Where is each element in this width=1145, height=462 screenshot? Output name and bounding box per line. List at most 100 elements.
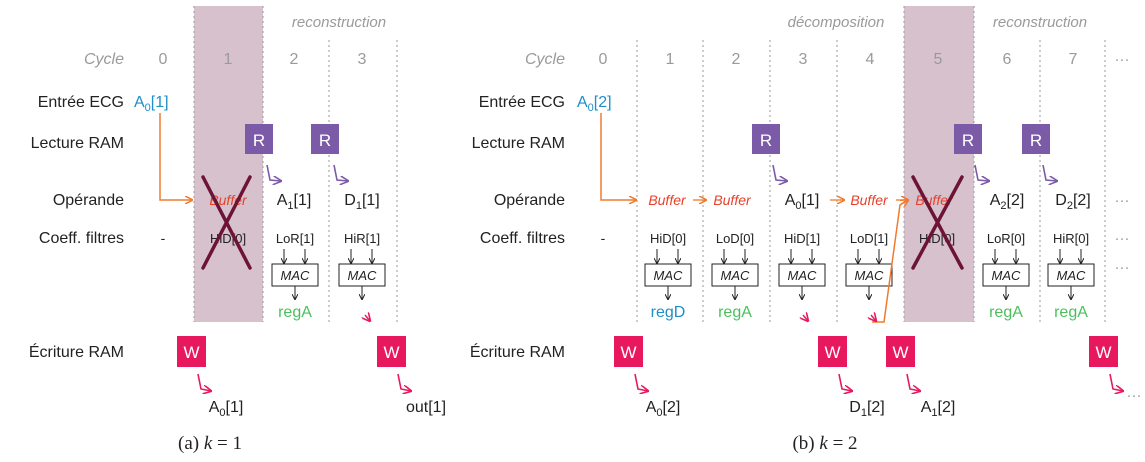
mac-unit: MAC (1047, 249, 1095, 299)
buffer-label: Buffer (850, 192, 889, 208)
panel-b: décomposition reconstruction Cycle 0 1 2… (470, 6, 1142, 454)
cycle-number: 1 (666, 51, 675, 68)
input-to-buffer-arrow (159, 113, 192, 200)
read-label: R (319, 131, 331, 150)
write-ram-box: W (818, 336, 847, 367)
coeff-label: HiD[0] (650, 231, 686, 246)
write-arrow (634, 373, 648, 391)
output-value: out[1] (406, 399, 446, 416)
phase-label-reconstruction: reconstruction (993, 14, 1087, 31)
mac-unit: MAC (982, 249, 1030, 299)
write-arrow (906, 373, 920, 391)
operand-value: A2[2] (990, 192, 1025, 212)
cycle-axis-label: Cycle (525, 51, 565, 68)
mac-unit: MAC (644, 249, 692, 299)
read-arrow (1042, 164, 1057, 181)
write-label: W (824, 343, 840, 362)
ellipsis: ··· (1115, 259, 1130, 276)
cycle-number: 5 (934, 51, 943, 68)
read-ram-box: R (752, 124, 780, 154)
write-ram-box: W (1089, 336, 1118, 367)
operand-value: D1[1] (344, 192, 379, 212)
buffer-label: Buffer (648, 192, 687, 208)
read-label: R (1030, 131, 1042, 150)
cycle-number: 1 (224, 51, 233, 68)
write-arrow (838, 373, 852, 391)
operand-value: A1[1] (277, 192, 312, 212)
mac-label: MAC (992, 268, 1022, 283)
read-label: R (962, 131, 974, 150)
coeff-label: HiR[1] (344, 231, 380, 246)
coeff-label: LoD[0] (716, 231, 754, 246)
cycle-number: 7 (1069, 51, 1078, 68)
read-ram-box: R (311, 124, 339, 154)
row-label-ram-read: Lecture RAM (31, 135, 124, 152)
mac-label: MAC (788, 268, 818, 283)
mac-label: MAC (1057, 268, 1087, 283)
cycle-number: 2 (290, 51, 299, 68)
operand-value: D2[2] (1055, 192, 1090, 212)
write-feed-arrow (365, 315, 370, 321)
write-arrow (1109, 373, 1123, 391)
cycle-number: 3 (799, 51, 808, 68)
read-label: R (760, 131, 772, 150)
coeff-label: HiR[0] (1053, 231, 1089, 246)
read-ram-box: R (245, 124, 273, 154)
forward-arrow (872, 200, 908, 323)
write-label: W (183, 343, 199, 362)
write-label: W (383, 343, 399, 362)
register-result: regA (718, 304, 752, 321)
mac-unit: MAC (778, 249, 826, 299)
read-arrow (266, 164, 281, 181)
operand-value: A0[1] (785, 192, 820, 212)
mac-unit: MAC (845, 249, 893, 299)
row-label-ram-read: Lecture RAM (472, 135, 565, 152)
ecg-input-sample: A0[1] (134, 94, 169, 114)
ellipsis: ··· (1127, 387, 1142, 404)
write-arrow (397, 373, 411, 391)
row-label-ecg-input: Entrée ECG (38, 94, 124, 111)
mac-label: MAC (654, 268, 684, 283)
read-arrow (974, 164, 989, 181)
coeff-label: LoD[1] (850, 231, 888, 246)
cycle-number: 6 (1003, 51, 1012, 68)
mac-unit: MAC (338, 249, 386, 299)
coeff-label: HiD[1] (784, 231, 820, 246)
register-result: regD (651, 304, 686, 321)
panel-a: reconstruction Cycle 0 1 2 3 Entrée ECG … (29, 6, 446, 454)
phase-label-reconstruction: reconstruction (292, 14, 386, 31)
write-feed-arrow (871, 315, 876, 321)
write-arrow (197, 373, 211, 391)
cross-mark (911, 175, 964, 270)
row-label-ram-write: Écriture RAM (29, 342, 124, 361)
register-result: regA (278, 304, 312, 321)
ellipsis: ··· (1115, 51, 1130, 68)
cycle-number: 0 (599, 51, 608, 68)
write-ram-box: W (377, 336, 406, 367)
cycle-dividers (193, 6, 398, 322)
read-label: R (253, 131, 265, 150)
read-arrow (333, 164, 348, 181)
mac-label: MAC (348, 268, 378, 283)
write-ram-box: W (614, 336, 643, 367)
write-ram-box: W (177, 336, 206, 367)
mac-unit: MAC (711, 249, 759, 299)
row-label-ram-write: Écriture RAM (470, 342, 565, 361)
mac-label: MAC (855, 268, 885, 283)
coeff-none: - (601, 230, 606, 246)
output-value: A0[2] (646, 399, 681, 419)
cycle-number: 4 (866, 51, 875, 68)
write-label: W (1095, 343, 1111, 362)
ecg-input-sample: A0[2] (577, 94, 612, 114)
input-to-buffer-arrow (600, 113, 636, 200)
write-feed-arrow (803, 315, 808, 321)
row-label-ecg-input: Entrée ECG (479, 94, 565, 111)
row-label-filter-coeffs: Coeff. filtres (39, 230, 124, 247)
phase-label-decomposition: décomposition (788, 14, 885, 31)
ellipsis: ··· (1115, 230, 1130, 247)
write-ram-box: W (886, 336, 915, 367)
cycle-dividers (636, 6, 1106, 322)
buffer-label: Buffer (713, 192, 752, 208)
stall-highlight-cycle-1 (194, 6, 263, 322)
ellipsis: ··· (1115, 192, 1130, 209)
